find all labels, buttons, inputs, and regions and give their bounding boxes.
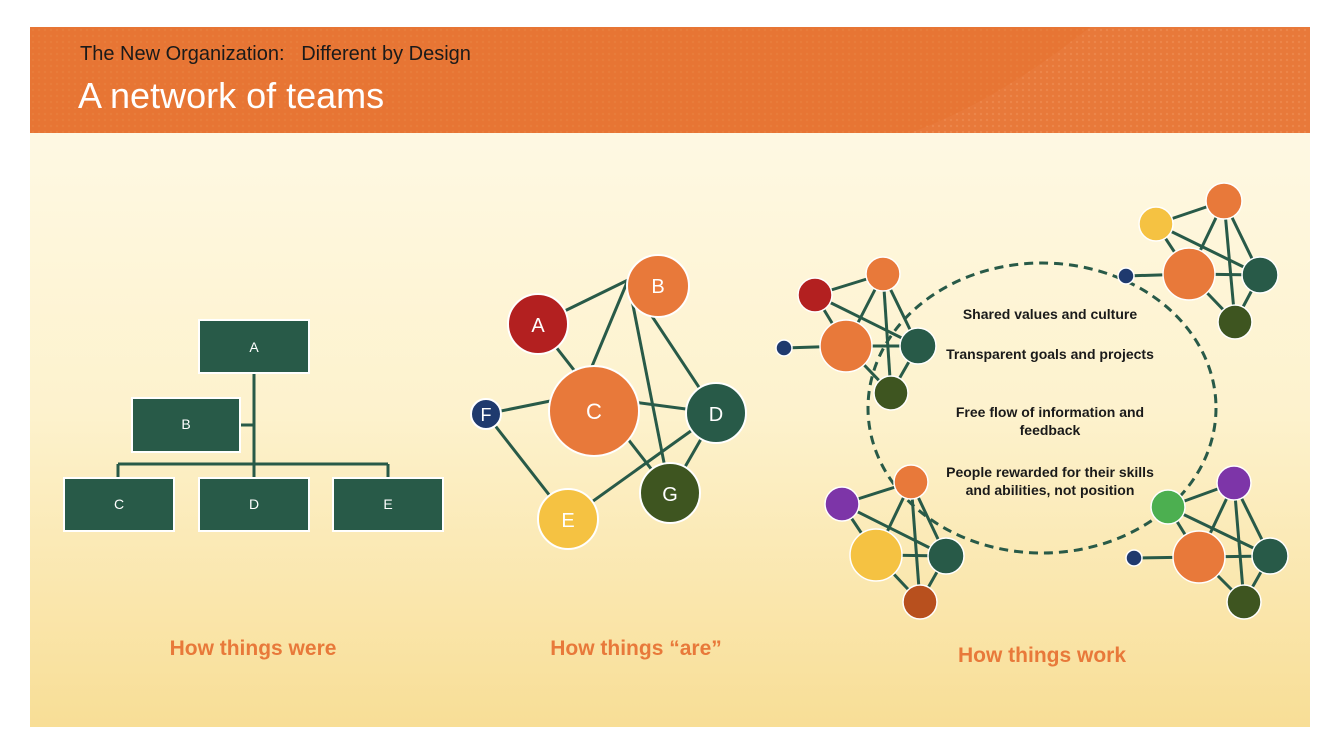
org-box-label: D xyxy=(249,496,259,512)
org-chart xyxy=(116,372,390,479)
org-box-c: C xyxy=(63,477,175,532)
team-cluster-bottom-left xyxy=(824,464,965,620)
node-label: G xyxy=(662,484,678,506)
value-free-flow: Free flow of information and feedback xyxy=(955,404,1145,438)
node-label: D xyxy=(709,404,723,426)
slide: The New Organization: Different by Desig… xyxy=(30,27,1310,727)
header-swoosh xyxy=(30,27,1090,133)
org-box-label: A xyxy=(249,339,259,355)
network-node-e: E xyxy=(537,488,599,550)
org-box-label: B xyxy=(181,416,190,432)
network-node-c: C xyxy=(548,365,640,457)
network-node-g: G xyxy=(639,462,701,524)
value-shared-culture: Shared values and culture xyxy=(962,306,1138,322)
node-label: C xyxy=(586,399,602,424)
org-box-e: E xyxy=(332,477,444,532)
team-cluster-bottom-right xyxy=(1125,465,1289,620)
value-people-rewarded: People rewarded for their skills and abi… xyxy=(946,464,1154,498)
slide-subtitle: The New Organization: Different by Desig… xyxy=(80,43,471,65)
org-box-label: C xyxy=(114,496,124,512)
network-node-a: A xyxy=(507,293,569,355)
diagram-canvas: A B C D E xyxy=(63,182,1289,620)
node-label: F xyxy=(481,405,492,425)
header-banner: The New Organization: Different by Desig… xyxy=(30,27,1310,133)
org-box-b: B xyxy=(131,397,241,453)
node-label: A xyxy=(531,315,545,337)
caption-how-things-work: How things work xyxy=(958,644,1126,667)
node-label: E xyxy=(561,510,574,532)
network-node-f: F xyxy=(470,398,502,430)
caption-how-things-were: How things were xyxy=(169,637,337,660)
slide-title: A network of teams xyxy=(78,75,385,116)
team-cluster-top-left xyxy=(775,256,937,411)
caption-how-things-are: How things “are” xyxy=(550,637,722,660)
value-transparent-goals: Transparent goals and projects xyxy=(946,346,1154,362)
org-box-d: D xyxy=(198,477,310,532)
org-box-label: E xyxy=(383,496,392,512)
node-label: B xyxy=(651,276,664,298)
team-cluster-top-right xyxy=(1117,182,1279,340)
network-node-d: D xyxy=(685,382,747,444)
dashed-culture-circle xyxy=(866,261,1218,555)
org-box-a: A xyxy=(198,319,310,374)
network-node-b: B xyxy=(626,254,690,318)
